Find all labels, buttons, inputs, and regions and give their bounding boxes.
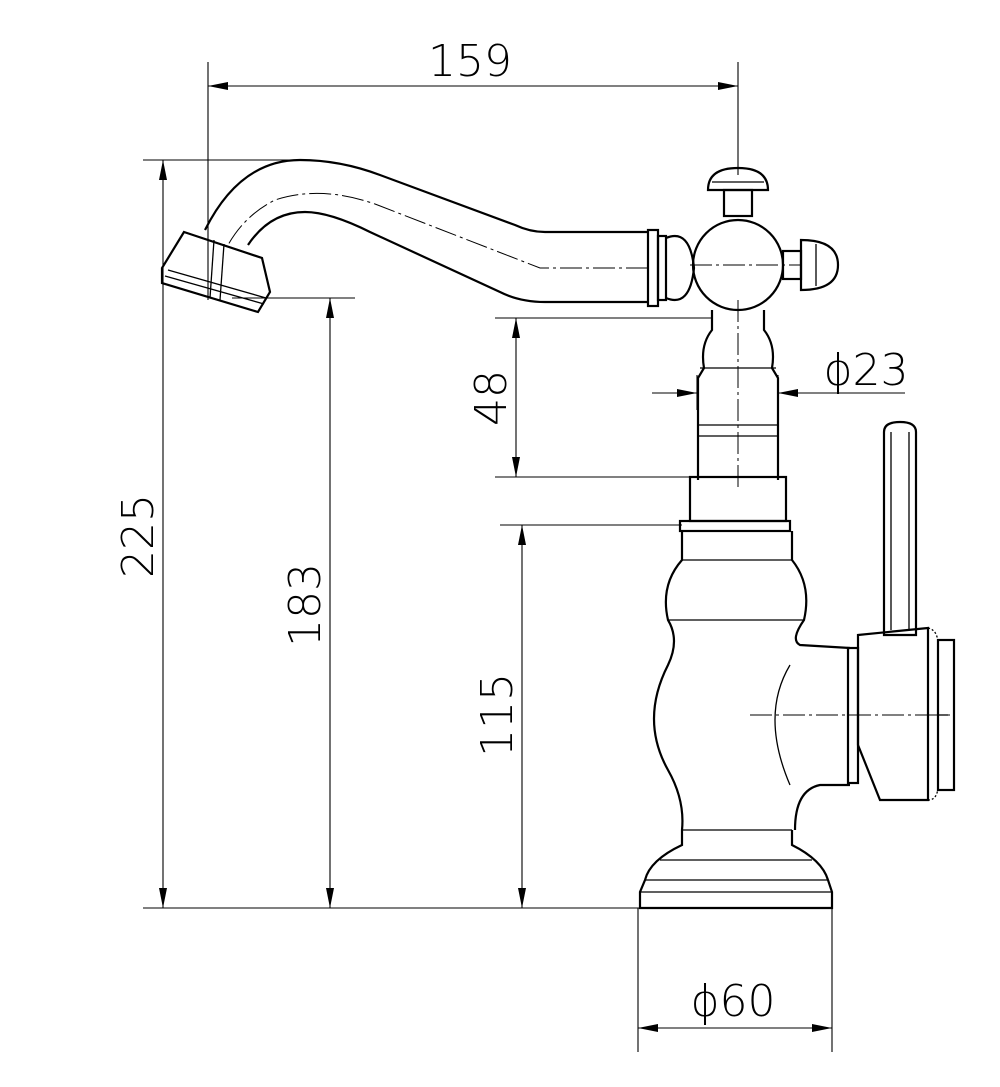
dimension-label-115: 115 — [472, 673, 523, 757]
aerator — [160, 230, 272, 314]
dimension-label-diameter-60: ϕ60 — [690, 976, 775, 1027]
dimension-label-diameter-23: ϕ23 — [823, 345, 908, 396]
faucet-body — [638, 519, 950, 910]
dimension-label-48: 48 — [466, 370, 517, 426]
spout — [204, 158, 696, 308]
lever-handle — [846, 420, 956, 802]
valve-head — [690, 166, 840, 312]
neck — [688, 300, 788, 523]
dimension-label-183: 183 — [280, 563, 331, 647]
extension-lines — [143, 62, 833, 1052]
dimension-lines — [159, 82, 905, 1032]
dimension-label-225: 225 — [113, 494, 164, 578]
dimension-label-159: 159 — [428, 36, 512, 87]
